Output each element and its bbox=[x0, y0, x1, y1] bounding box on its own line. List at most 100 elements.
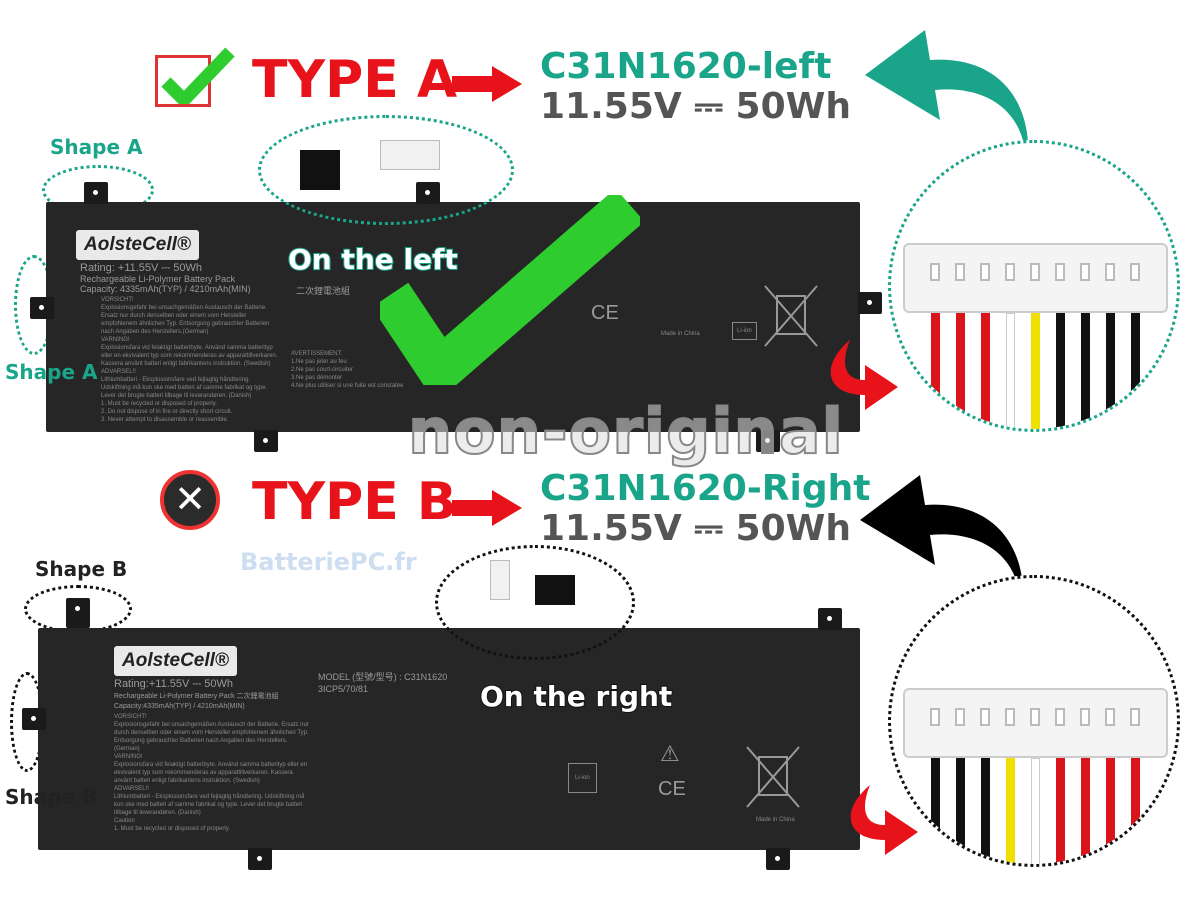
type-b-title: TYPE B bbox=[252, 472, 457, 532]
wire bbox=[956, 313, 965, 429]
wire bbox=[981, 313, 990, 429]
avert-text: 1.Ne pas jeter au feu bbox=[291, 359, 347, 365]
connector-pin bbox=[1055, 263, 1065, 281]
connector-pin bbox=[1130, 263, 1140, 281]
on-the-left-label: On the left bbox=[287, 242, 459, 277]
connector-pin bbox=[1080, 708, 1090, 726]
description: Rechargeable Li-Polymer Battery Pack 二次鋰… bbox=[114, 693, 279, 700]
capacity: Capacity: 4335mAh(TYP) / 4210mAh(MIN) bbox=[80, 284, 251, 294]
shape-a-label-side: Shape A bbox=[5, 360, 98, 384]
curved-arrow-green-icon bbox=[865, 30, 1029, 185]
connector-pin bbox=[955, 708, 965, 726]
connector-pin bbox=[930, 263, 940, 281]
connector-b-plug bbox=[535, 575, 575, 605]
on-the-right-label: On the right bbox=[479, 679, 673, 714]
connector-b-highlight bbox=[435, 545, 635, 660]
battery-b: AolsteCell® Rating:+11.55V ⎓ 50Wh Rechar… bbox=[22, 598, 860, 870]
ce-mark: CE bbox=[658, 778, 686, 800]
watermark-non-original: non-original bbox=[407, 394, 844, 469]
cells: 3ICP5/70/81 bbox=[318, 684, 369, 694]
warning-text: Explosionsgefahr bei unsachgemäßen Austa… bbox=[101, 305, 270, 335]
wire bbox=[1106, 758, 1115, 864]
wire bbox=[1131, 313, 1140, 429]
model-line: MODEL (型號/型号) : C31N1620 bbox=[318, 672, 448, 682]
connector-pin bbox=[955, 263, 965, 281]
connector-a-plug bbox=[300, 150, 340, 190]
shape-b-label-side: Shape B bbox=[5, 785, 98, 809]
connector-a-highlight bbox=[258, 115, 514, 225]
caution-text: 1. Must be recycled or disposed of prope… bbox=[101, 401, 217, 407]
avert-text: 4.Ne plus utiliser si une fuite est cons… bbox=[291, 383, 404, 389]
warning-text: VARNING! bbox=[114, 754, 143, 760]
checkbox-checked-icon bbox=[155, 47, 235, 107]
wire bbox=[956, 758, 965, 864]
wire bbox=[1056, 758, 1065, 864]
type-a-model: C31N1620-left bbox=[540, 46, 832, 87]
warning-text: VARNING! bbox=[101, 337, 130, 343]
made-in: Made in China bbox=[756, 817, 795, 823]
connector-pin bbox=[1005, 708, 1015, 726]
caution-title: Caution bbox=[114, 818, 135, 824]
connector-pin bbox=[1105, 263, 1115, 281]
caution-text: 1. Must be recycled or disposed of prope… bbox=[114, 826, 230, 832]
brand-logo: AolsteCell® bbox=[114, 646, 237, 676]
wire bbox=[981, 758, 990, 864]
warning-text: VORSICHT! bbox=[114, 714, 147, 720]
connector-b-head bbox=[490, 560, 510, 600]
connector-pin bbox=[930, 708, 940, 726]
description: Rechargeable Li-Polymer Battery Pack bbox=[80, 274, 236, 284]
connector-pin bbox=[1005, 263, 1015, 281]
rating: Rating: +11.55V ⎓ 50Wh bbox=[80, 262, 203, 274]
ce-mark: CE bbox=[591, 302, 619, 324]
battery-a: AolsteCell® Rating: +11.55V ⎓ 50Wh Recha… bbox=[30, 182, 882, 452]
type-b-spec: 11.55V ⎓ 50Wh bbox=[540, 508, 851, 549]
rating: Rating:+11.55V ⎓ 50Wh bbox=[114, 678, 233, 690]
avert-text: 3.Ne pas démonter bbox=[291, 375, 343, 381]
capacity: Capacity:4335mAh(TYP) / 4210mAh(MIN) bbox=[114, 703, 245, 710]
shape-a-label-top: Shape A bbox=[50, 135, 143, 159]
wire bbox=[1131, 758, 1140, 864]
li-ion-mark: Li-ion bbox=[732, 322, 757, 340]
wire bbox=[1006, 313, 1015, 429]
arrow-right-icon bbox=[452, 490, 522, 526]
warning-text: Explosionsfara vid felaktigt batteribyte… bbox=[101, 345, 278, 367]
warning-triangle-icon: ⚠ bbox=[660, 741, 680, 766]
connector-a-head bbox=[380, 140, 440, 170]
warning-text: Lithiumbatteri - Eksplosionsfare ved fej… bbox=[114, 794, 305, 816]
wire bbox=[1081, 758, 1090, 864]
wire bbox=[1056, 313, 1065, 429]
x-mark-icon: ✕ bbox=[160, 470, 220, 530]
connector-pin bbox=[1080, 263, 1090, 281]
avert-text: AVERTISSEMENT: bbox=[291, 351, 343, 357]
warning-text: VORSICHT! bbox=[101, 297, 134, 303]
connector-pin bbox=[1030, 708, 1040, 726]
type-b-model: C31N1620-Right bbox=[540, 468, 871, 509]
big-checkmark-icon bbox=[380, 195, 640, 385]
warning-text: Explosionsgefahr bei unsachgemäßen Austa… bbox=[114, 722, 309, 752]
warning-text: ADVARSEL!! bbox=[101, 369, 136, 375]
connector-pin bbox=[980, 263, 990, 281]
connector-b-zoom bbox=[888, 575, 1180, 867]
connector-pin bbox=[1130, 708, 1140, 726]
connector-a-zoom bbox=[888, 140, 1180, 432]
recycle-bin-crossed-icon bbox=[746, 746, 800, 808]
recycle-bin-crossed-icon bbox=[764, 285, 818, 347]
wire bbox=[931, 313, 940, 429]
cn-label: 二次鋰電池組 bbox=[296, 286, 351, 296]
made-in: Made in China bbox=[661, 331, 700, 337]
shape-b-label-top: Shape B bbox=[35, 557, 128, 581]
curved-arrow-black-icon bbox=[860, 475, 1024, 630]
connector-pin bbox=[980, 708, 990, 726]
wire bbox=[1006, 758, 1015, 864]
wire bbox=[931, 758, 940, 864]
wire bbox=[1106, 313, 1115, 429]
caution-text: 2. Do not dispose of in fire or directly… bbox=[101, 409, 233, 415]
warning-text: Explosionsfara vid felaktigt batteribyte… bbox=[114, 762, 308, 784]
connector-pin bbox=[1055, 708, 1065, 726]
li-ion-mark: Li-ion bbox=[568, 763, 597, 793]
avert-text: 2.Ne pas court-circuiter bbox=[291, 367, 354, 373]
wire bbox=[1081, 313, 1090, 429]
type-a-spec: 11.55V ⎓ 50Wh bbox=[540, 86, 851, 127]
brand-logo: AolsteCell® bbox=[76, 230, 199, 260]
watermark-site: BatteriePC.fr bbox=[240, 548, 417, 576]
